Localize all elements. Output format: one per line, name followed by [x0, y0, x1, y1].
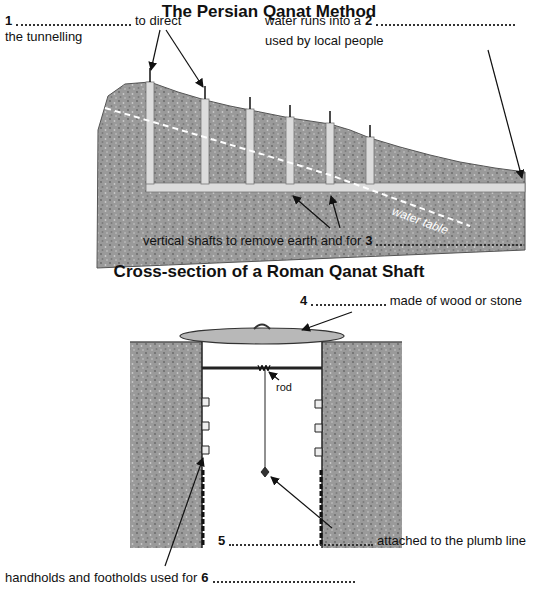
callout-number: 2: [365, 13, 372, 29]
answer-blank: [213, 581, 356, 583]
part-label: rod: [276, 380, 292, 394]
callout-text: attached to the plumb line: [377, 533, 526, 549]
callout-number: 3: [365, 233, 372, 249]
answer-blank: [311, 304, 386, 306]
callout-text: made of wood or stone: [390, 293, 522, 309]
section-heading: Cross-section of a Roman Qanat Shaft: [0, 262, 538, 282]
answer-blank: [376, 24, 515, 26]
answer-blank: [376, 244, 522, 246]
callout-text: handholds and footholds used for: [5, 570, 197, 586]
callout-number: 5: [218, 533, 225, 549]
callout-text: water runs into a: [265, 13, 361, 29]
callout-text: to direct the tunnelling: [5, 13, 200, 45]
callout-number: 1: [5, 13, 12, 29]
callout-text: used by local people: [265, 33, 384, 49]
callout-text: vertical shafts to remove earth and for: [143, 233, 361, 249]
callout-number: 6: [201, 570, 208, 586]
answer-blank: [229, 544, 373, 546]
callout-number: 4: [300, 293, 307, 309]
answer-blank: [16, 24, 131, 26]
